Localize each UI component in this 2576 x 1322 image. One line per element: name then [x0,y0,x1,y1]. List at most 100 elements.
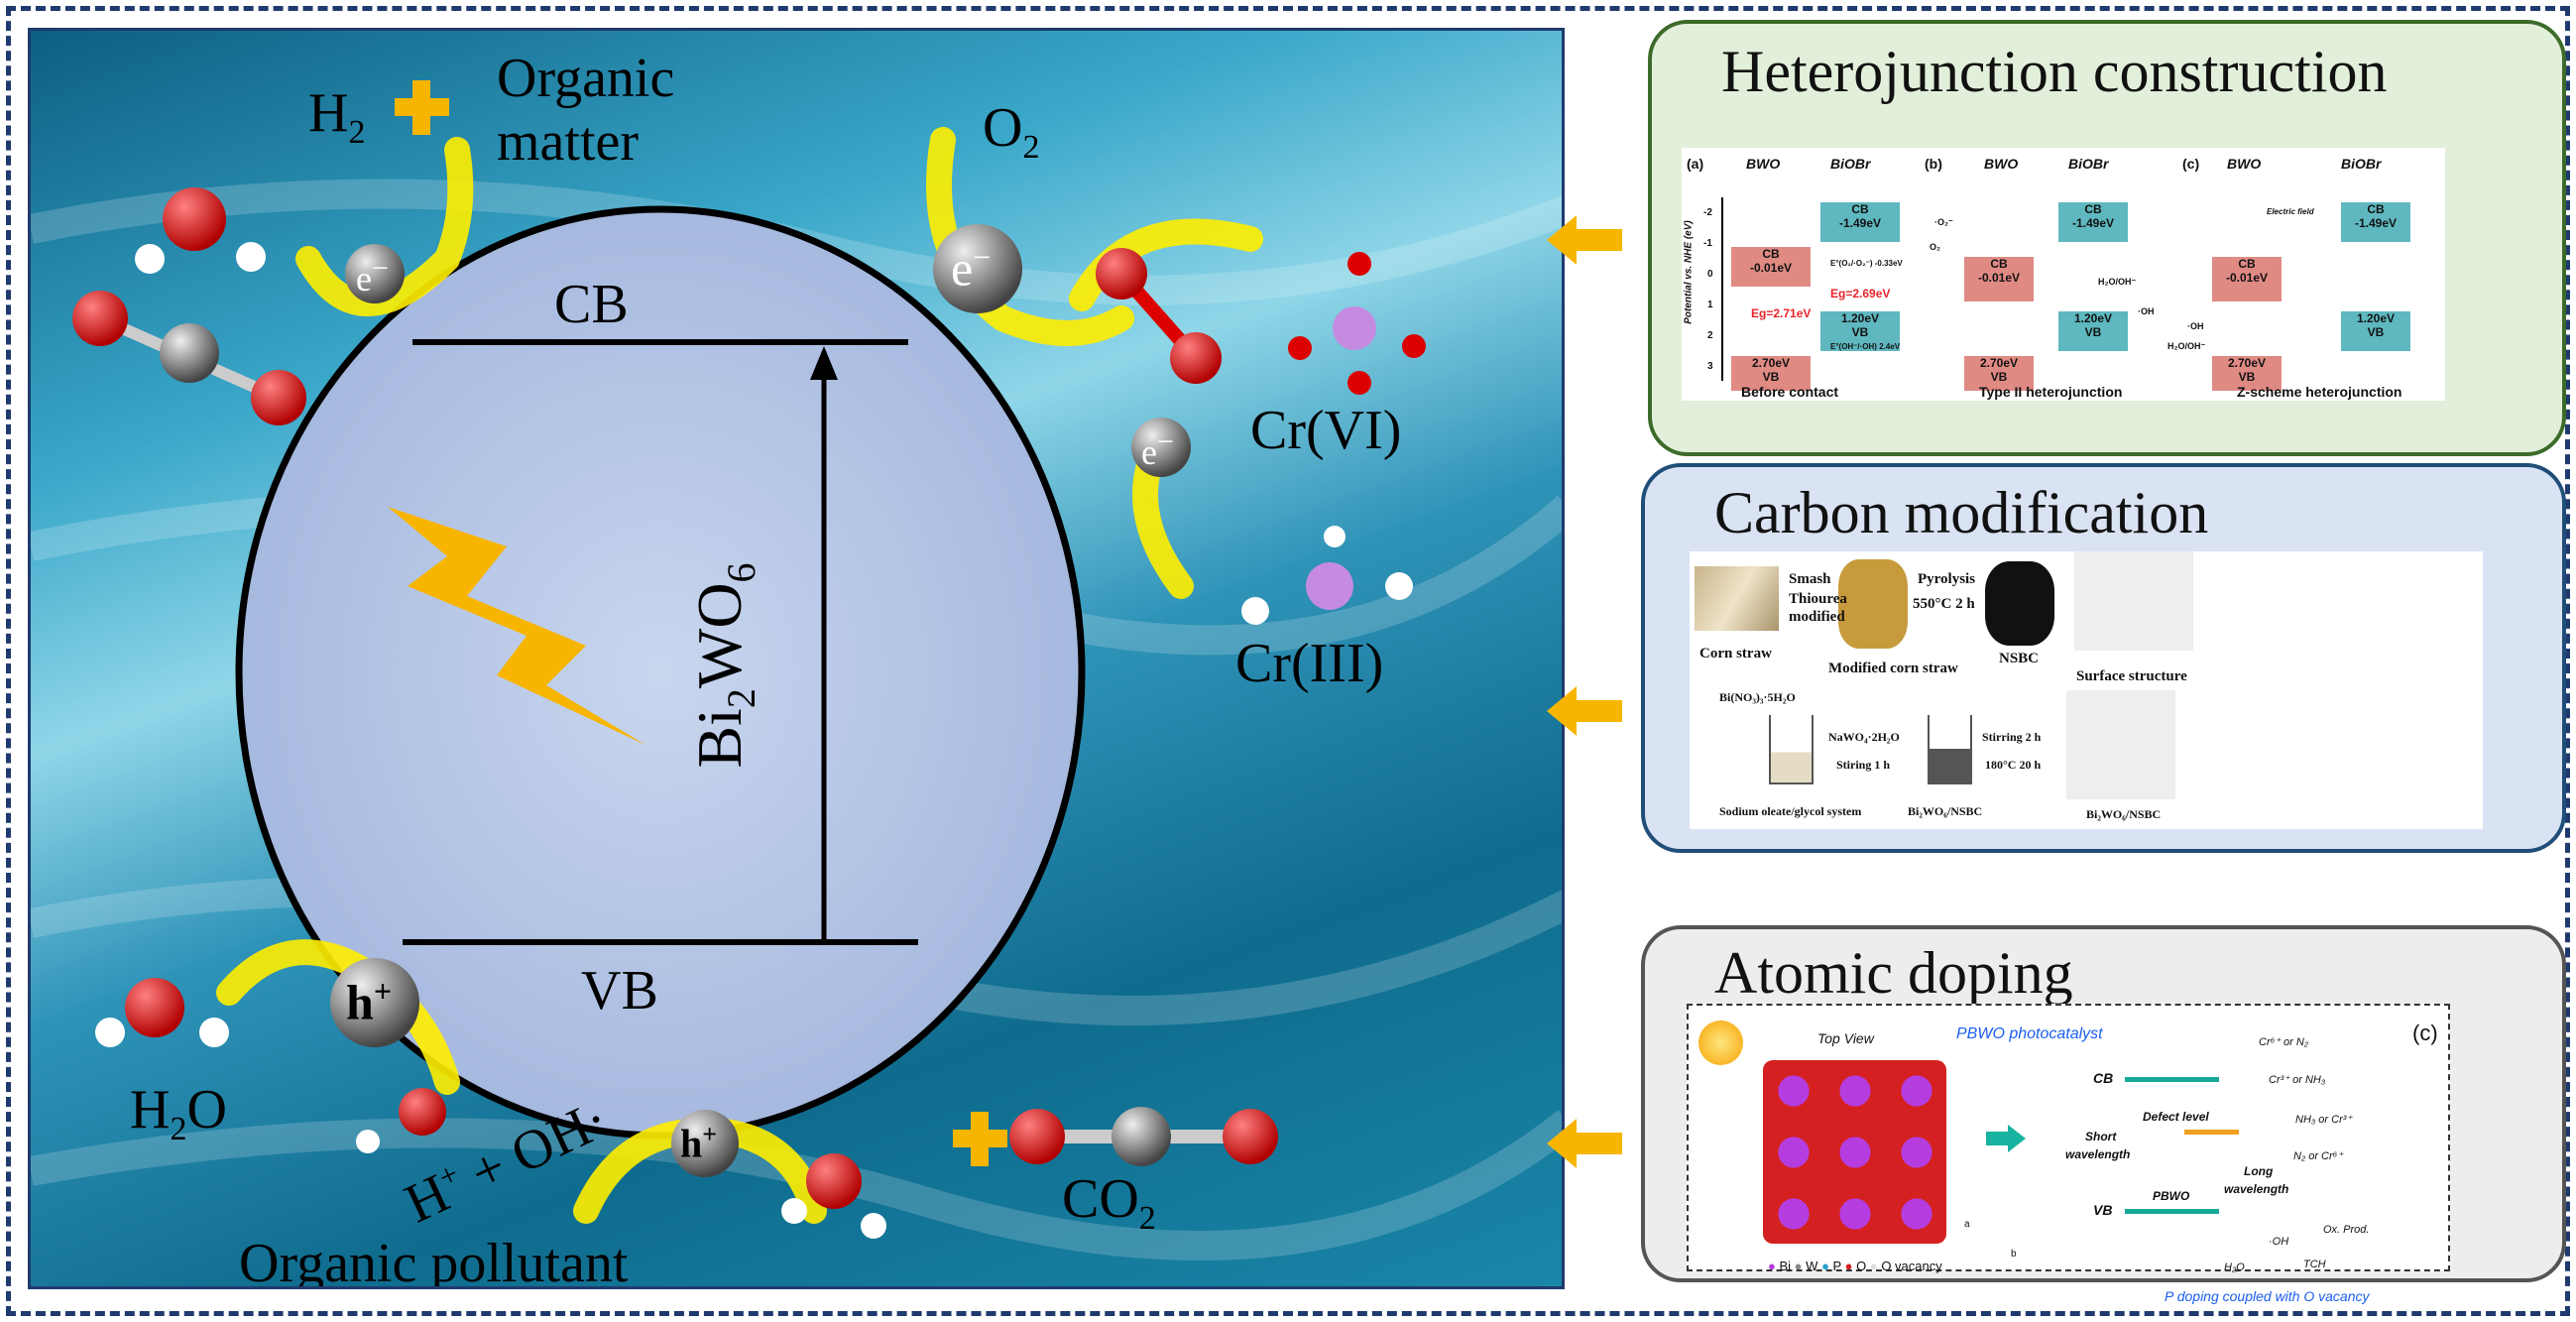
cb-level [2125,1077,2219,1082]
biobr-cb-box: CB-1.49eV [1820,202,1900,242]
y-axis [1721,197,1723,381]
heterojunction-panel: Heterojunction construction (a) (b) (c) … [1648,20,2566,456]
charge-spheres [330,224,1191,1177]
co2-molecule-top [72,291,306,425]
surface-structure-image [2074,551,2193,651]
arrow-left-icon [1547,1119,1622,1168]
modified-straw-image [1838,559,1908,649]
label-c: (c) [2412,1021,2438,1045]
nsbc-label: NSBC [1999,651,2040,666]
h2o-label: H₂O [2224,1262,2245,1273]
tick: 1 [1707,300,1713,310]
bwo-nsbc-structure-label: Bi₂WO₆/NSBC [2086,807,2162,821]
panel-title: Heterojunction construction [1721,39,2388,104]
water-molecule-bottom [95,978,229,1047]
bwo-cb-box: CB-0.01eV [1964,257,2034,301]
hydroxyl-molecule [356,1088,446,1153]
co2-molecule-product [1009,1107,1278,1166]
bwo-label: BWO [1746,156,1781,172]
biobr-cb-box: CB-1.49eV [2058,202,2128,242]
n2-cr6-label: N₂ or Cr⁶⁺ [2293,1150,2344,1162]
bwo-nsbc-label: Bi₂WO₆/NSBC [1908,804,1983,818]
bwo-label: BWO [1984,156,2019,172]
cb-label: CB [2093,1070,2114,1086]
h2o-oh-label: H₂O/OH⁻ [2167,341,2206,351]
electric-field-label: Electric field [2267,207,2314,216]
hydroxyl-label: ·OH [2138,306,2155,316]
ox-prod-label: Ox. Prod. [2323,1224,2370,1236]
crystal-structure-image [1763,1060,1946,1244]
hydroxyl-label: ·OH [2187,321,2204,331]
lightning-icon [388,507,645,745]
tch-label: TCH [2303,1259,2326,1270]
smash-label: Smash [1789,571,1831,587]
excitation-arrow-head [810,346,838,380]
cr3-label: Cr(III) [1235,633,1384,694]
o2-label: O₂ [1930,242,1940,252]
pyrolysis-condition: 550°C 2 h [1913,596,1975,612]
short-wavelength-label: wavelength [2065,1147,2131,1161]
axis-a-label: a [1964,1219,1970,1230]
label-a: (a) [1687,156,1704,172]
defect-level [2184,1130,2239,1135]
bi-nitrate-label: Bi(NO₃)₃·5H₂O [1719,690,1796,704]
composite-structure-image [2066,690,2175,799]
bi2wo6-label: Bi2WO6 [684,562,763,769]
mechanism-graphics [31,80,1562,1261]
nh3-cr3-label: NH₃ or Cr³⁺ [2295,1114,2353,1126]
arrow-left-icon [1547,686,1622,736]
bwo-cb-box: CB-0.01eV [1731,247,1811,287]
tick: -2 [1703,207,1712,218]
carbon-modification-panel: Carbon modification Corn straw Smash Thi… [1641,463,2566,853]
beaker-2 [1928,715,1972,784]
vb-label: VB [2093,1202,2113,1218]
arrow-left-icon [1547,215,1622,265]
tick: 0 [1707,269,1713,280]
h2o-oh-label: H₂O/OH⁻ [2098,277,2137,287]
surface-structure-label: Surface structure [2076,668,2187,684]
label-c: (c) [2182,156,2200,172]
arrow-right-icon [1986,1125,2026,1152]
outer-dashed-border [6,6,2570,1316]
h2-label: H2 [308,82,366,152]
stir-2h-label: Stirring 2 h [1982,730,2042,744]
atomic-doping-inset: Top View PBWO photocatalyst (c) a b CB V… [1687,1004,2450,1304]
bwo-bandgap: Eg=2.71eV [1751,306,1812,320]
beaker-1 [1769,715,1814,784]
short-label: Short [2085,1130,2117,1143]
cb-label: CB [554,274,629,335]
corn-straw-label: Corn straw [1699,646,1772,661]
caption-before-contact: Before contact [1741,384,1839,400]
biobr-label: BiOBr [2341,156,2382,172]
cr3-nh3-label: Cr³⁺ or NH₃ [2269,1074,2326,1086]
electron-label: e− [951,239,992,297]
top-view-label: Top View [1817,1030,1874,1046]
sodium-oleate-label: Sodium oleate/glycol system [1719,804,1862,818]
cr6-n2-label: Cr⁶⁺ or N₂ [2259,1036,2309,1048]
cr6-molecule [1288,252,1426,395]
caption-z-scheme: Z-scheme heterojunction [2237,384,2402,400]
hydroxyl-label: ·OH [2269,1236,2289,1248]
panel-title: Carbon modification [1714,480,2209,545]
long-wavelength-label: wavelength [2224,1182,2289,1196]
cr3-molecule [1241,526,1413,625]
thiourea-label: Thiourea [1789,591,1847,607]
vb-level [2125,1209,2219,1214]
organic-pollutant-label: Organic pollutant [239,1233,629,1289]
pbwo-title: PBWO photocatalyst [1956,1025,2103,1042]
oh-potential: E°(OH⁻/·OH) 2.4eV [1830,342,1901,351]
atomic-doping-panel: Atomic doping Top View PBWO photocatalys… [1641,925,2566,1304]
y-axis-label: Potential vs. NHE (eV) [1683,220,1695,324]
co2-label: CO2 [1062,1168,1156,1238]
cr6-label: Cr(VI) [1250,400,1402,461]
axis-b-label: b [2011,1249,2017,1260]
bwo-cb-box: CB-0.01eV [2212,257,2282,301]
biobr-label: BiOBr [2068,156,2109,172]
heterojunction-inset: (a) (b) (c) BWO BiOBr BWO BiOBr BWO BiOB… [1682,148,2445,401]
plus-icons [395,80,1007,1166]
